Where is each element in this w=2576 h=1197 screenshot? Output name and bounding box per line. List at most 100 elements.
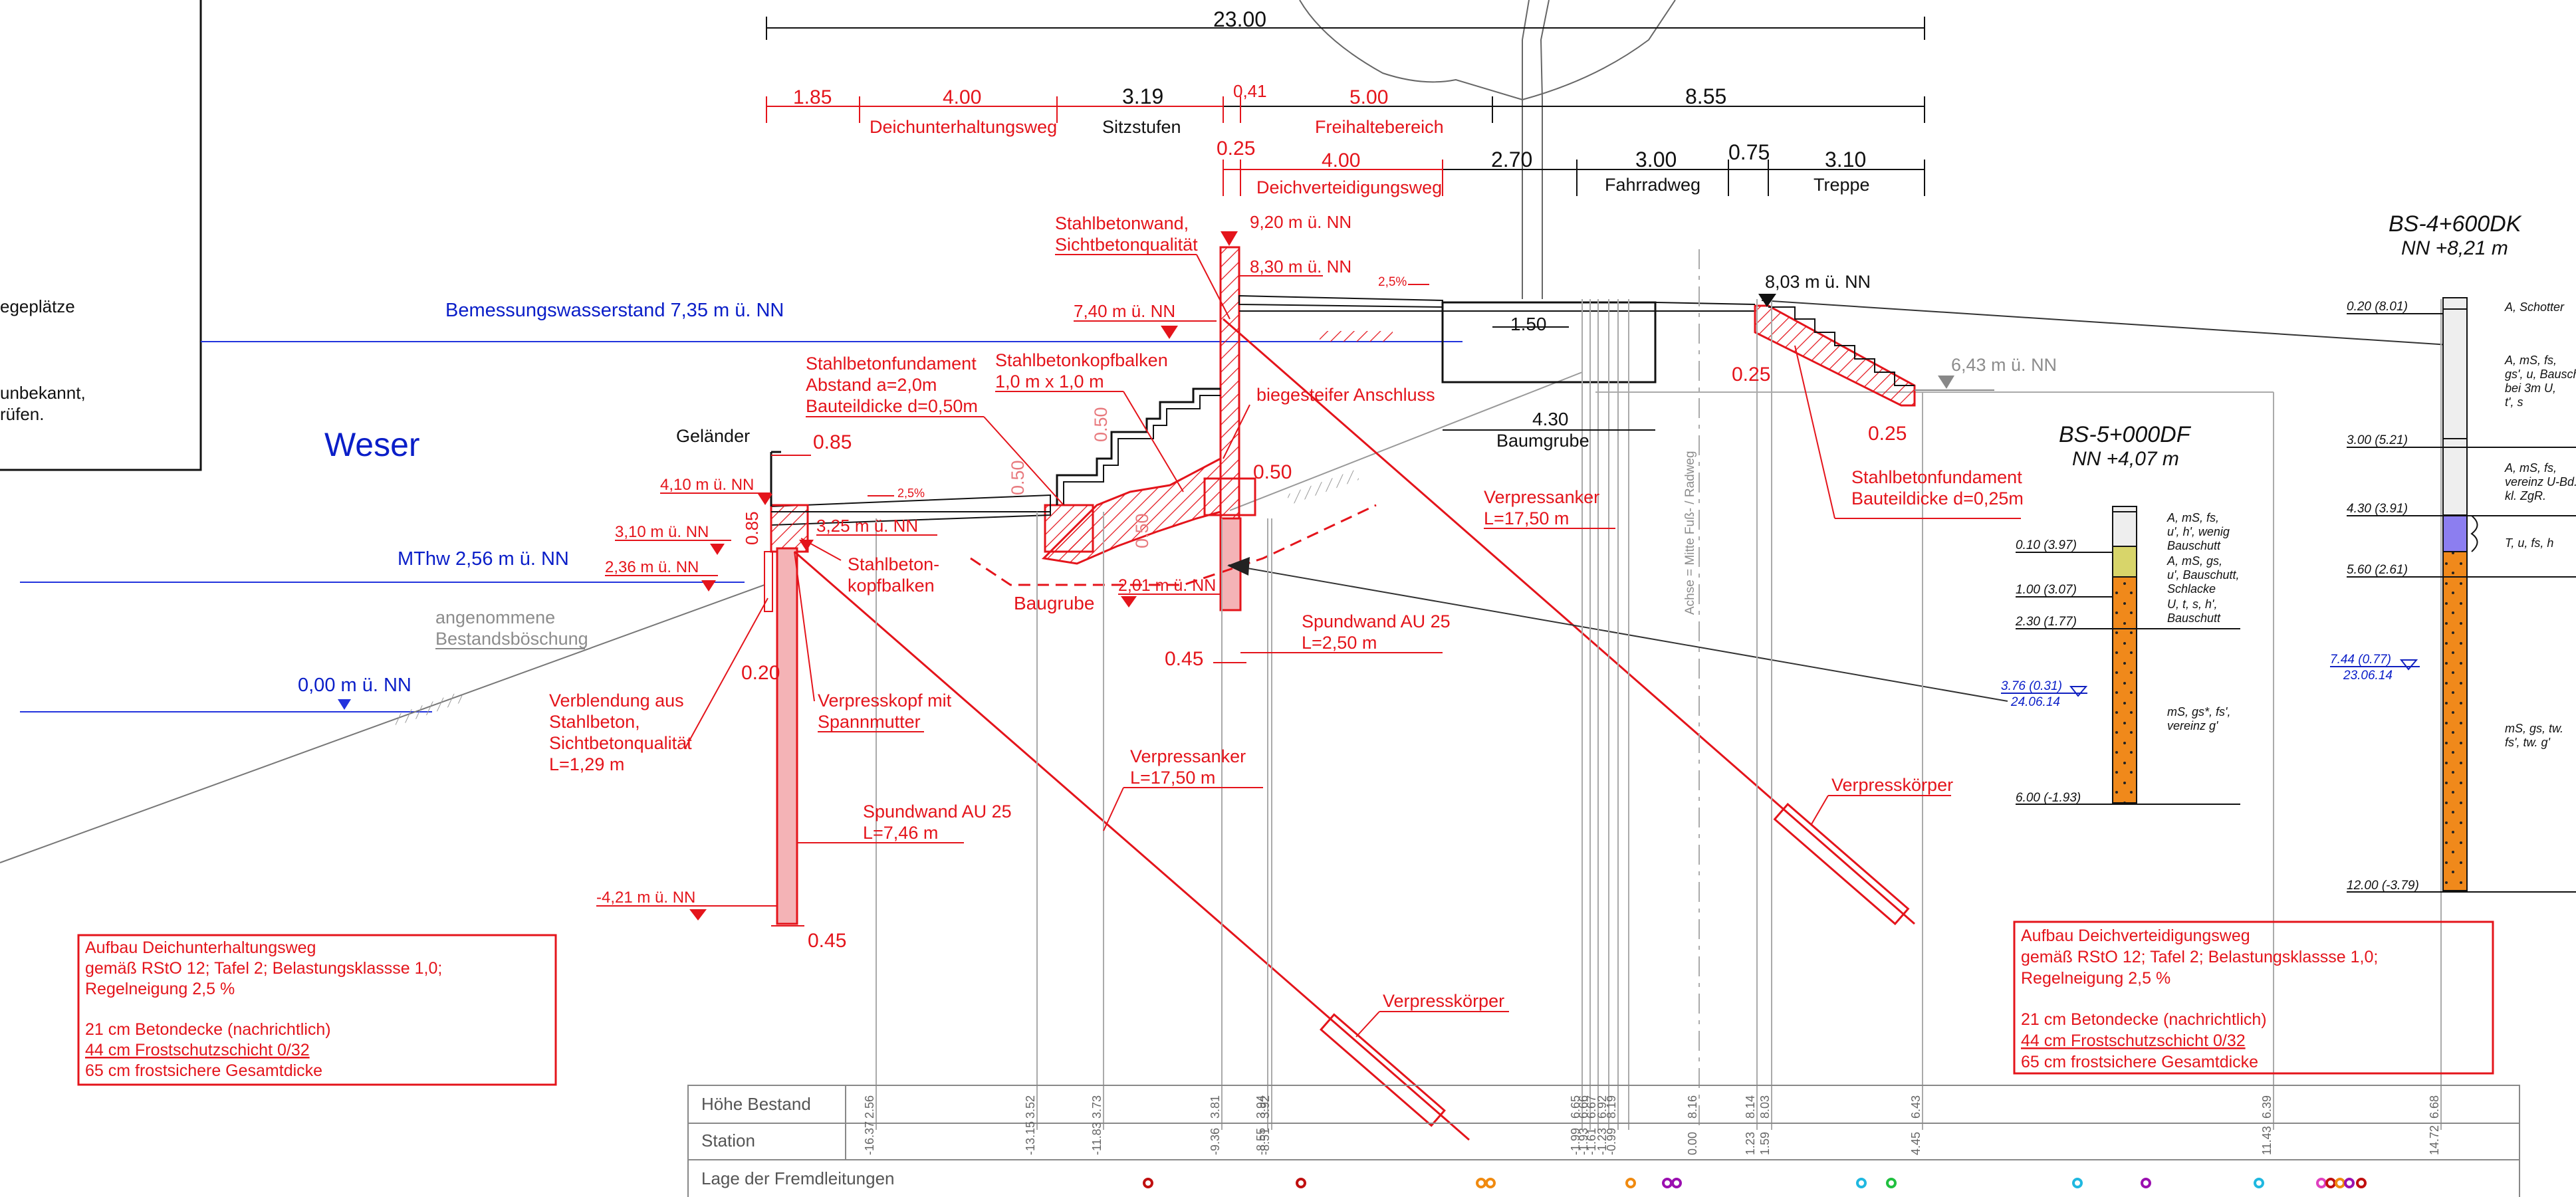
bs5-soil-1b: u', h', wenig <box>2167 525 2230 538</box>
table-station-value: -1.99 <box>1569 1128 1582 1155</box>
foundation-label-1: Stahlbetonfundament <box>806 354 977 374</box>
table-height-value: 6.68 <box>2428 1095 2441 1119</box>
dim-025b: 0.25 <box>1732 364 1770 385</box>
table-height-value: 6.92 <box>1595 1095 1609 1119</box>
mthw-label: MThw 2,56 m ü. NN <box>398 548 569 570</box>
level-410: 4,10 m ü. NN <box>660 476 754 494</box>
dim-045a: 0.45 <box>1165 648 1203 670</box>
bs4-depth-5: 12.00 (-3.79) <box>2347 879 2419 893</box>
table-height-value: 6.43 <box>1909 1095 1923 1119</box>
note-left-line-1: Aufbau Deichunterhaltungsweg <box>85 938 316 957</box>
dim-total: 23.00 <box>1213 7 1266 31</box>
bs4-soil-3b: vereinz U-Bd. <box>2505 475 2576 489</box>
water-levels: Bemessungswasserstand 7,35 m ü. NN Weser… <box>20 300 1463 712</box>
dim-050b: 0.50 <box>1091 407 1111 442</box>
bs4-soil-2c: bei 3m U, <box>2505 381 2556 395</box>
table-station-value: -8.51 <box>1258 1128 1272 1155</box>
dim-025a: 0.25 <box>1217 138 1255 160</box>
table-height-value: 3.81 <box>1209 1095 1222 1119</box>
table-height-value: 3.52 <box>1024 1095 1037 1119</box>
verpresskoerper1-label: Verpresskörper <box>1383 991 1504 1011</box>
table-row-hoehe: Höhe Bestand <box>701 1094 811 1114</box>
dim-050d: 0.50 <box>1253 461 1292 483</box>
bs4-depth-2: 3.00 (5.21) <box>2347 433 2408 447</box>
sitzstufen-label: Sitzstufen <box>1102 117 1181 137</box>
foundation2-label-2: Bauteildicke d=0,25m <box>1851 489 2024 508</box>
wall-label-2: Sichtbetonqualität <box>1055 235 1198 255</box>
note-right-line-1: Aufbau Deichverteidigungsweg <box>2021 926 2250 945</box>
bs4-soil-2d: t', s <box>2505 395 2523 409</box>
bs4-water: 7.44 (0.77) <box>2330 653 2391 667</box>
deichunterhaltungsweg-label: Deichunterhaltungsweg <box>870 117 1057 137</box>
note-right-line-6: 65 cm frostsichere Gesamtdicke <box>2021 1053 2258 1071</box>
foundation-label-3: Bauteildicke d=0,50m <box>806 396 978 416</box>
legend-line-2: unbekannt, <box>0 383 86 403</box>
table-height-value: 3.92 <box>1258 1095 1272 1119</box>
foundation-label-2: Abstand a=2,0m <box>806 375 937 395</box>
fahrradweg-label: Fahrradweg <box>1605 175 1700 195</box>
bs5-soil-3b: Bauschutt <box>2167 611 2221 625</box>
table-height-value: 8.03 <box>1758 1095 1772 1119</box>
baumgrube-label: Baumgrube <box>1496 431 1589 451</box>
anchor2-label-1: Verpressanker <box>1130 746 1246 766</box>
slope-upper: 2,5% <box>1378 275 1407 289</box>
sb-kopfbalken-label-2: kopfbalken <box>848 576 935 596</box>
level-201: 2,01 m ü. NN <box>1118 576 1216 595</box>
table-height-value: 6.65 <box>1569 1095 1582 1119</box>
spundwand1-label-1: Spundwand AU 25 <box>863 802 1012 821</box>
bs5-depth-4: 6.00 (-1.93) <box>2016 791 2081 805</box>
table-height-value: 8.19 <box>1605 1095 1618 1119</box>
spundwand2-label-2: L=2,50 m <box>1302 633 1377 653</box>
small-dimensions: 0.85 0.85 0.50 0.50 0.50 0.50 0.20 0.45 … <box>741 314 1907 952</box>
note-left-line-4: 21 cm Betondecke (nachrichtlich) <box>85 1020 331 1039</box>
biegesteif-label: biegesteifer Anschluss <box>1256 385 1435 405</box>
bs5-depth-3: 2.30 (1.77) <box>2015 615 2077 629</box>
legend-line-1: egeplätze <box>0 296 75 316</box>
dim-050a: 0.50 <box>1008 460 1028 495</box>
table-station-value: 11.43 <box>2260 1126 2274 1155</box>
bs4-depth-3: 4.30 (3.91) <box>2347 502 2408 516</box>
note-right-line-2: gemäß RStO 12; Tafel 2; Belastungsklasss… <box>2021 948 2378 966</box>
annotations: Stahlbetonwand, Sichtbetonqualität Stahl… <box>549 213 2024 1037</box>
table-row-fremdleitungen: Lage der Fremdleitungen <box>701 1168 895 1188</box>
note-left-line-5: 44 cm Frostschutzschicht 0/32 <box>85 1041 310 1059</box>
axis-label: Achse = Mitte Fuß- / Radweg <box>1683 451 1697 615</box>
verblendung-label-1: Verblendung aus <box>549 691 684 710</box>
note-right-line-5: 44 cm Frostschutzschicht 0/32 <box>2021 1032 2246 1050</box>
note-right-line-3: Regelneigung 2,5 % <box>2021 969 2170 988</box>
dim-855: 8.55 <box>1685 84 1726 108</box>
verpresskopf-label-1: Verpresskopf mit <box>818 691 952 710</box>
dim-025c: 0.25 <box>1868 423 1907 445</box>
deichverteidigungsweg-label: Deichverteidigungsweg <box>1256 177 1442 197</box>
dim-085v: 0.85 <box>742 511 762 545</box>
anchor1-label-1: Verpressanker <box>1484 487 1599 507</box>
bs4-depth-4: 5.60 (2.61) <box>2347 563 2408 577</box>
spundwand2-label-1: Spundwand AU 25 <box>1302 611 1451 631</box>
river-name: Weser <box>324 426 420 463</box>
table-height-value: 8.14 <box>1744 1095 1757 1119</box>
table-station-value: -1.23 <box>1595 1128 1609 1155</box>
table-height-value: 3.94 <box>1254 1095 1268 1119</box>
bs5-soil-3a: U, t, s, h', <box>2167 598 2217 611</box>
bs5-soil-1c: Bauschutt <box>2167 539 2221 552</box>
dim-185: 1.85 <box>793 86 832 108</box>
existing-slope-label-2: Bestandsböschung <box>435 629 588 649</box>
bs5-soil-2c: Schlacke <box>2167 582 2216 596</box>
level-236: 2,36 m ü. NN <box>605 558 699 576</box>
dim-050c: 0.50 <box>1132 513 1152 548</box>
dim-041: 0,41 <box>1233 81 1267 101</box>
tree-outline <box>1299 0 1676 299</box>
zero-level-marker-icon <box>338 699 351 710</box>
dim-300: 3.00 <box>1635 148 1677 171</box>
bs4-soil-3c: kl. ZgR. <box>2505 489 2546 502</box>
dim-430: 4.30 <box>1532 409 1569 429</box>
station-lines <box>876 299 2442 1130</box>
dim-310: 3.10 <box>1825 148 1866 171</box>
borehole-bs5: BS-5+000DF NN +4,07 m 0.10 (3.97) 1.00 (… <box>2001 422 2240 805</box>
table-height-value: 8.16 <box>1686 1095 1699 1119</box>
table-row-station: Station <box>701 1131 755 1150</box>
bs4-water-date: 23.06.14 <box>2343 669 2393 683</box>
dim-085: 0.85 <box>813 431 852 453</box>
note-right-line-4: 21 cm Betondecke (nachrichtlich) <box>2021 1010 2267 1029</box>
verblendung-label-3: Sichtbetonqualität <box>549 733 692 753</box>
